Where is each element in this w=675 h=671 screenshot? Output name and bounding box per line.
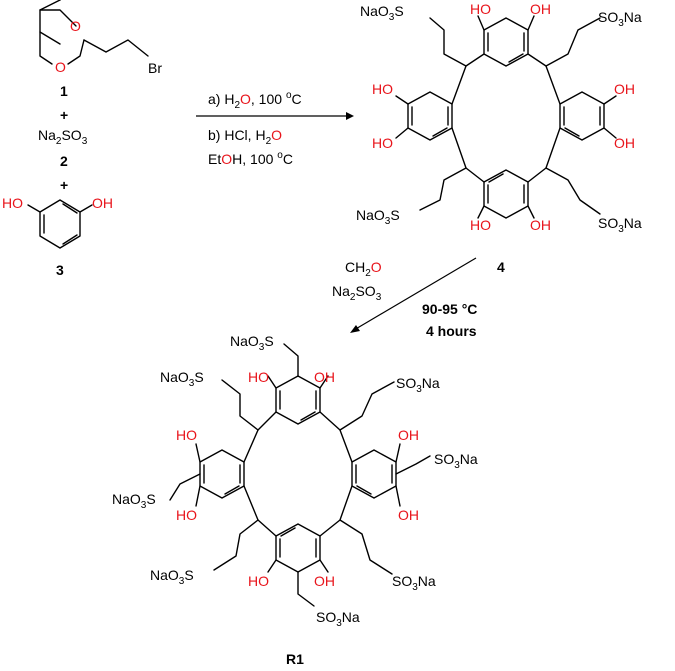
product-r1: HO OH HO OH HO HO OH OH NaO3S NaO3S SO3N…: [112, 333, 478, 667]
svg-text:NaO3S: NaO3S: [230, 333, 274, 353]
svg-text:OH: OH: [314, 369, 335, 385]
svg-text:NaO3S: NaO3S: [150, 567, 194, 587]
svg-text:HO: HO: [470, 1, 491, 17]
c2-so: SO: [61, 127, 81, 143]
svg-text:HO: HO: [176, 427, 197, 443]
svg-text:NaO3S: NaO3S: [360, 3, 404, 23]
product-4: HO OH HO OH HO HO OH OH NaO3S SO3Na NaO3…: [356, 1, 642, 275]
compound-3: HO OH 3: [2, 195, 113, 278]
svg-text:HO: HO: [372, 135, 393, 151]
step1-conditions: a) H2O, 100 oC b) HCl, H2O EtOH, 100 oC: [208, 90, 302, 167]
c1-oxygen-bottom: O: [55, 59, 66, 75]
svg-text:EtOH, 100 oC: EtOH, 100 oC: [208, 150, 293, 167]
svg-text:HO: HO: [470, 217, 491, 233]
compound-2: Na2SO3 2: [38, 127, 88, 169]
svg-text:NaO3S: NaO3S: [160, 369, 204, 389]
c3-ho: HO: [2, 195, 23, 211]
c2-sub2: 2: [56, 136, 62, 147]
svg-text:OH: OH: [92, 195, 113, 211]
svg-text:SO3Na: SO3Na: [392, 573, 436, 593]
compound-1: O O Br 1: [39, 0, 162, 99]
svg-text:HO: HO: [248, 573, 269, 589]
productR1-label: R1: [286, 651, 304, 667]
svg-text:SO3Na: SO3Na: [598, 215, 642, 235]
c3-oh: OH: [92, 195, 113, 211]
c1-label: 1: [60, 83, 68, 99]
c1-bromine: Br: [148, 60, 162, 76]
svg-text:SO3Na: SO3Na: [434, 451, 478, 471]
svg-text:OH: OH: [530, 217, 551, 233]
svg-text:OH: OH: [398, 507, 419, 523]
svg-text:SO3Na: SO3Na: [396, 375, 440, 395]
product4-label: 4: [497, 259, 505, 275]
arrow-step-2: [350, 257, 477, 333]
svg-text:OH: OH: [614, 135, 635, 151]
svg-text:Na2SO3: Na2SO3: [332, 283, 382, 303]
c1-oxygen-top: O: [70, 18, 81, 34]
svg-text:HO: HO: [176, 507, 197, 523]
plus-1: +: [60, 107, 68, 123]
svg-text:a) H2O, 100 oC: a) H2O, 100 oC: [208, 90, 302, 111]
c3-label: 3: [56, 262, 64, 278]
svg-text:OH: OH: [398, 427, 419, 443]
svg-text:HO: HO: [248, 369, 269, 385]
svg-text:Na2SO3: Na2SO3: [38, 127, 88, 147]
svg-text:CH2O: CH2O: [345, 259, 382, 279]
step2-conditions: CH2O Na2SO3 90-95 °C 4 hours: [332, 259, 477, 339]
c2-na: Na: [38, 127, 56, 143]
c2-sub3: 3: [82, 136, 88, 147]
svg-text:OH: OH: [314, 573, 335, 589]
arrow-step-1: [196, 112, 354, 120]
svg-text:NaO3S: NaO3S: [356, 207, 400, 227]
step2-temp: 90-95 °C: [422, 301, 477, 317]
svg-text:OH: OH: [530, 1, 551, 17]
svg-text:HO: HO: [2, 195, 23, 211]
svg-text:OH: OH: [614, 81, 635, 97]
plus-2: +: [60, 177, 68, 193]
c2-label: 2: [60, 153, 68, 169]
svg-text:HO: HO: [372, 81, 393, 97]
svg-text:SO3Na: SO3Na: [598, 9, 642, 29]
step2-time: 4 hours: [426, 323, 477, 339]
svg-text:NaO3S: NaO3S: [112, 491, 156, 511]
svg-text:b) HCl, H2O: b) HCl, H2O: [208, 127, 282, 147]
svg-text:SO3Na: SO3Na: [316, 609, 360, 629]
